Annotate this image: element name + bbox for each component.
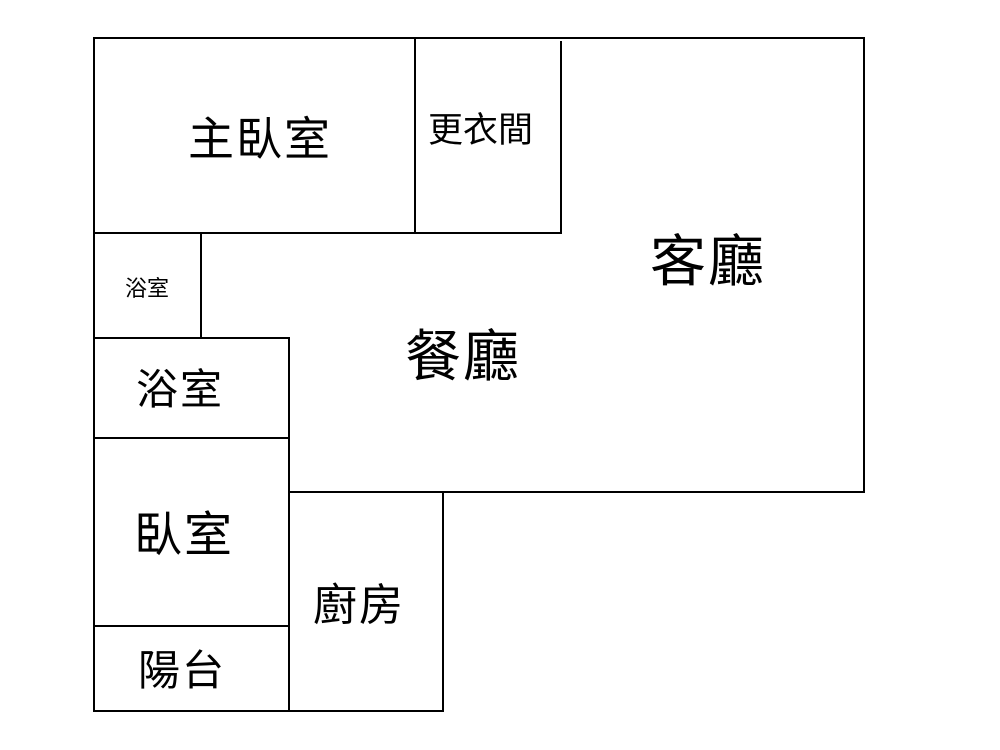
- room-label-bedroom: 臥室: [134, 507, 235, 563]
- room-label-bathroom: 浴室: [136, 365, 225, 414]
- room-label-master-bedroom: 主臥室: [188, 112, 332, 166]
- room-label-dining-room: 餐廳: [405, 325, 521, 390]
- room-label-living-room: 客廳: [650, 230, 766, 295]
- room-label-small-bathroom: 浴室: [125, 277, 170, 302]
- room-label-balcony: 陽台: [138, 646, 227, 695]
- room-label-walk-in-closet: 更衣間: [428, 111, 534, 151]
- room-label-kitchen: 廚房: [313, 580, 405, 631]
